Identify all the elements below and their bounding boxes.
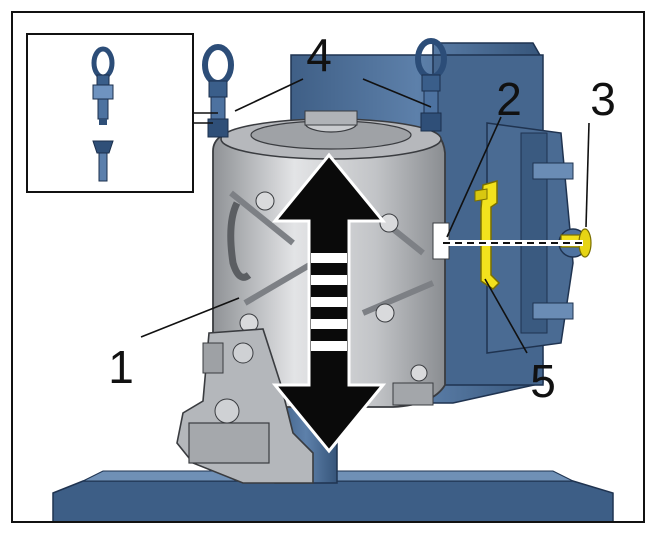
lifting-eye-icon xyxy=(91,46,115,182)
lower-housing xyxy=(176,328,434,484)
leader-lines xyxy=(140,78,590,354)
callout-3: 3 xyxy=(590,73,616,125)
callout-4: 4 xyxy=(306,29,332,81)
diagram-canvas: 4 2 3 1 5 xyxy=(26,29,616,521)
callout-1: 1 xyxy=(108,341,134,393)
adapter-plate-yellow xyxy=(474,180,501,290)
inset-detail-box xyxy=(26,33,194,193)
up-down-arrow-icon xyxy=(271,152,387,454)
callout-2: 2 xyxy=(496,73,522,125)
callout-5: 5 xyxy=(530,355,556,407)
diagram-frame: 4 2 3 1 5 xyxy=(11,11,645,523)
lifting-eye-right xyxy=(415,38,447,132)
